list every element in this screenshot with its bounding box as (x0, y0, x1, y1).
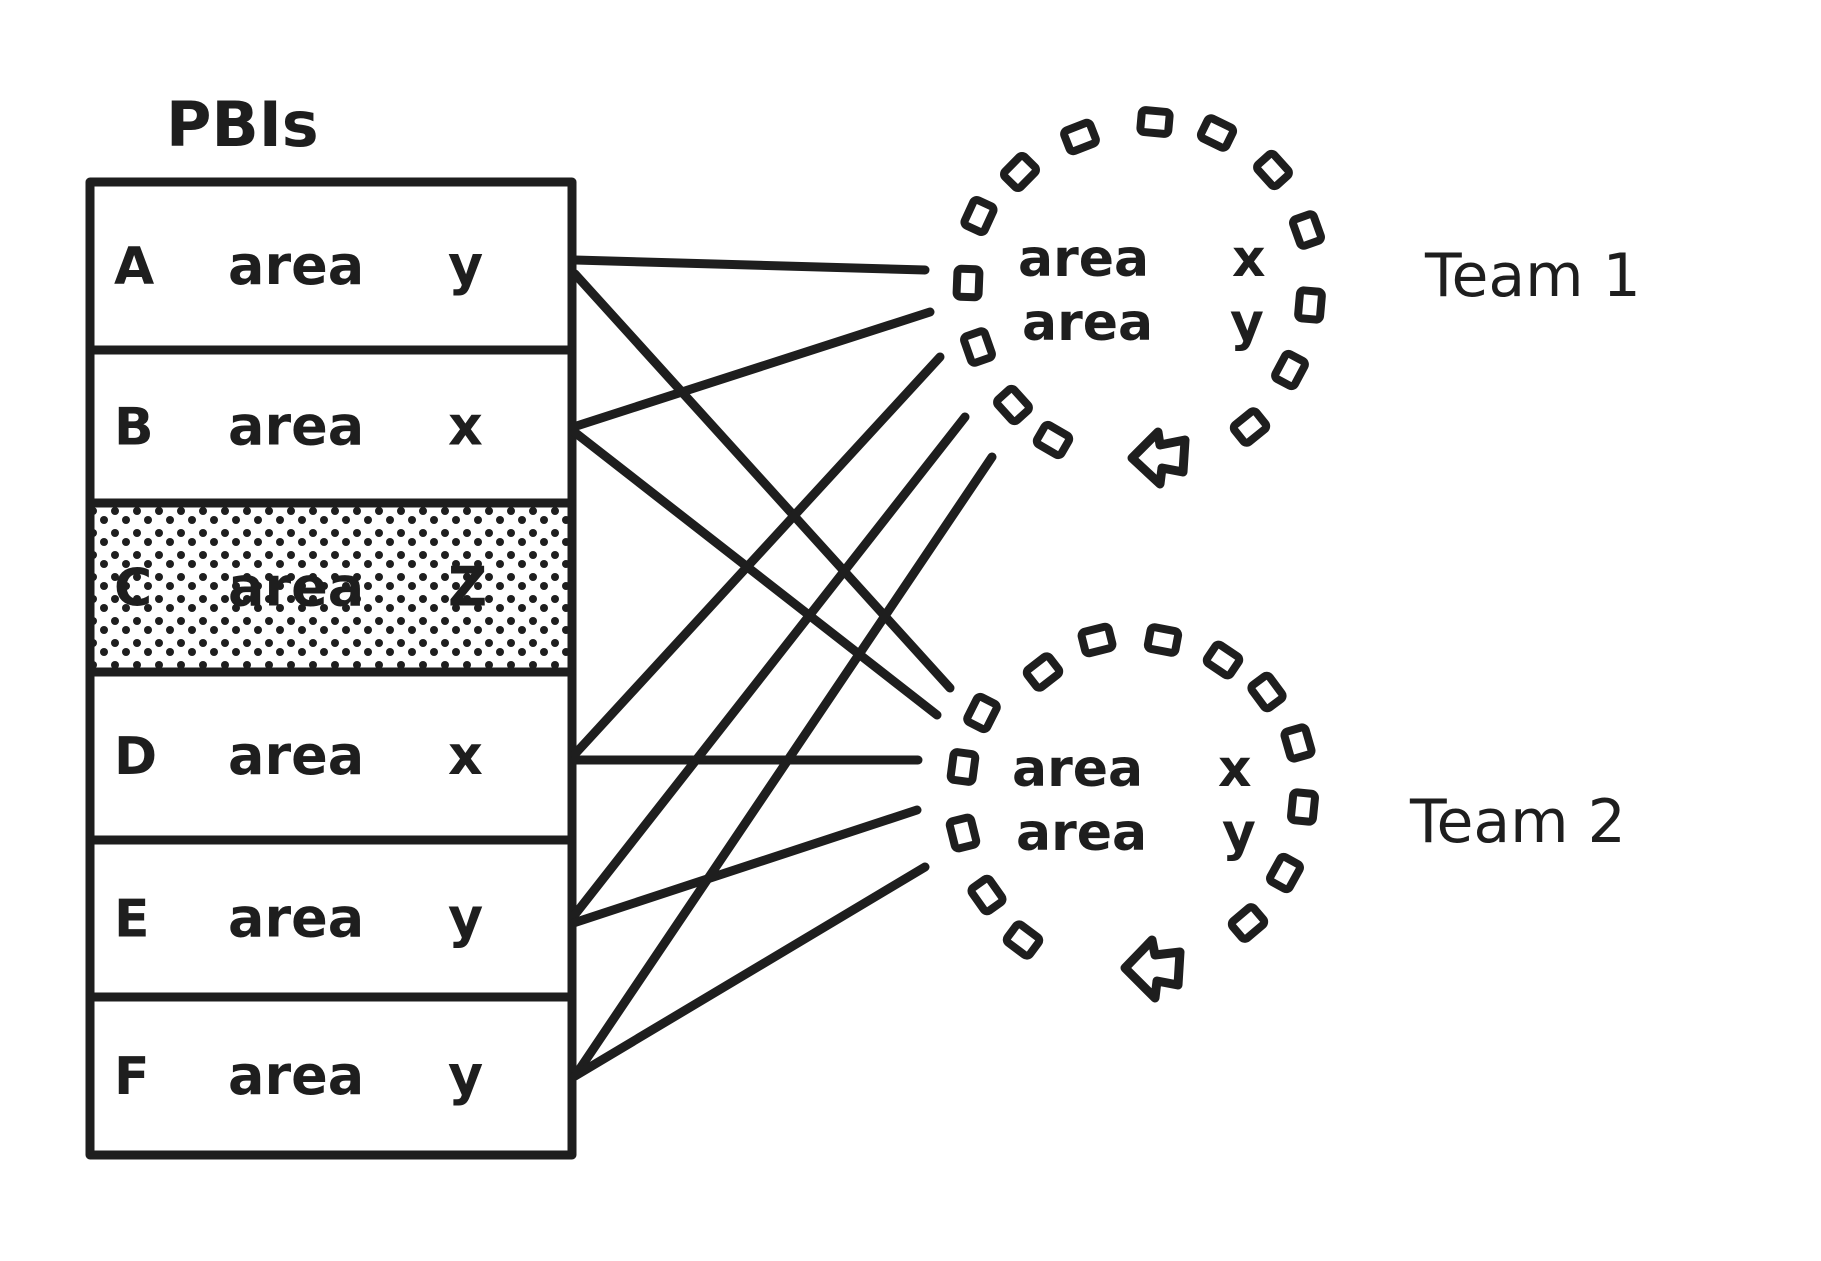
connection-e-to-team-2 (570, 805, 922, 927)
sprint-day-square-icon (1227, 903, 1269, 943)
team-2-area-word-1: area (1012, 739, 1143, 799)
team-1-area-letter-2: y (1230, 293, 1264, 353)
sprint-day-square-icon (1060, 118, 1100, 156)
team-1-sprint-cycle: area x area y (952, 106, 1326, 489)
connection-f-to-team-2 (570, 862, 930, 1081)
connection-b-to-team-1 (570, 307, 935, 431)
team-1-sprint-loop (952, 106, 1326, 460)
sprint-day-square-icon (1002, 920, 1044, 960)
sprint-day-square-icon (960, 195, 998, 237)
row-id: D (114, 727, 157, 787)
connection-lines (570, 255, 997, 1081)
sprint-loop-arrow-icon (1120, 935, 1185, 1003)
team-2-area-letter-1: x (1218, 739, 1252, 799)
sprint-day-square-icon (1280, 723, 1316, 763)
row-area-letter: Z (448, 556, 487, 619)
sprint-day-square-icon (1077, 622, 1117, 658)
row-area-letter: x (448, 395, 483, 458)
sprint-day-square-icon (999, 151, 1041, 193)
row-area-letter: y (448, 887, 483, 950)
row-id: C (114, 559, 152, 619)
row-id: A (114, 237, 154, 297)
sprint-day-square-icon (993, 384, 1033, 426)
sprint-day-square-icon (1202, 640, 1244, 680)
sprint-day-square-icon (960, 327, 996, 367)
sprint-day-square-icon (1136, 106, 1174, 138)
connection-f-to-team-1 (570, 452, 997, 1081)
backlog-title: PBIs (166, 88, 319, 161)
row-id: E (114, 890, 150, 950)
row-area-word: area (228, 395, 364, 458)
team-2-area-word-2: area (1016, 803, 1147, 863)
sprint-day-square-icon (1289, 210, 1325, 250)
team-1-area-letter-1: x (1232, 229, 1266, 289)
sprint-loop-arrow-icon (1127, 427, 1190, 489)
sprint-day-square-icon (952, 264, 984, 302)
sprint-day-square-icon (1271, 349, 1309, 391)
team-1-area-word-1: area (1018, 229, 1149, 289)
team-2-sprint-loop (945, 622, 1319, 960)
dotted-highlight-fill (94, 507, 568, 668)
sprint-day-square-icon (967, 874, 1007, 916)
row-area-letter: x (448, 724, 483, 787)
sprint-day-square-icon (1196, 114, 1238, 152)
connection-a-to-team-1 (570, 255, 930, 275)
sprint-day-square-icon (945, 813, 981, 853)
team-2-label: Team 2 (1409, 787, 1626, 857)
row-id: F (114, 1047, 150, 1107)
sprint-day-square-icon (1287, 788, 1319, 826)
row-area-word: area (228, 1044, 364, 1107)
team-2-area-letter-2: y (1222, 803, 1256, 863)
sprint-day-square-icon (1032, 420, 1074, 460)
row-area-word: area (228, 234, 364, 297)
row-area-letter: y (448, 1044, 483, 1107)
sprint-day-square-icon (1143, 623, 1183, 657)
sprint-day-square-icon (1022, 652, 1064, 692)
connection-e-to-team-1 (570, 412, 970, 919)
row-area-word: area (228, 556, 364, 619)
team-1-area-word-2: area (1022, 293, 1153, 353)
row-area-letter: y (448, 234, 483, 297)
row-area-word: area (228, 724, 364, 787)
connection-b-to-team-2 (570, 428, 942, 720)
team-1-label: Team 1 (1424, 241, 1641, 311)
sprint-day-square-icon (946, 748, 980, 786)
row-id: B (114, 398, 154, 458)
row-area-word: area (228, 887, 364, 950)
sprint-day-square-icon (1266, 852, 1304, 894)
sprint-day-square-icon (1253, 149, 1293, 191)
connection-d-to-team-1 (570, 352, 945, 759)
team-2-sprint-cycle: area x area y (945, 622, 1319, 1003)
sprint-day-square-icon (1294, 286, 1326, 324)
sprint-day-square-icon (1247, 671, 1287, 713)
sprint-day-square-icon (963, 692, 1001, 734)
sprint-day-square-icon (1229, 407, 1271, 447)
